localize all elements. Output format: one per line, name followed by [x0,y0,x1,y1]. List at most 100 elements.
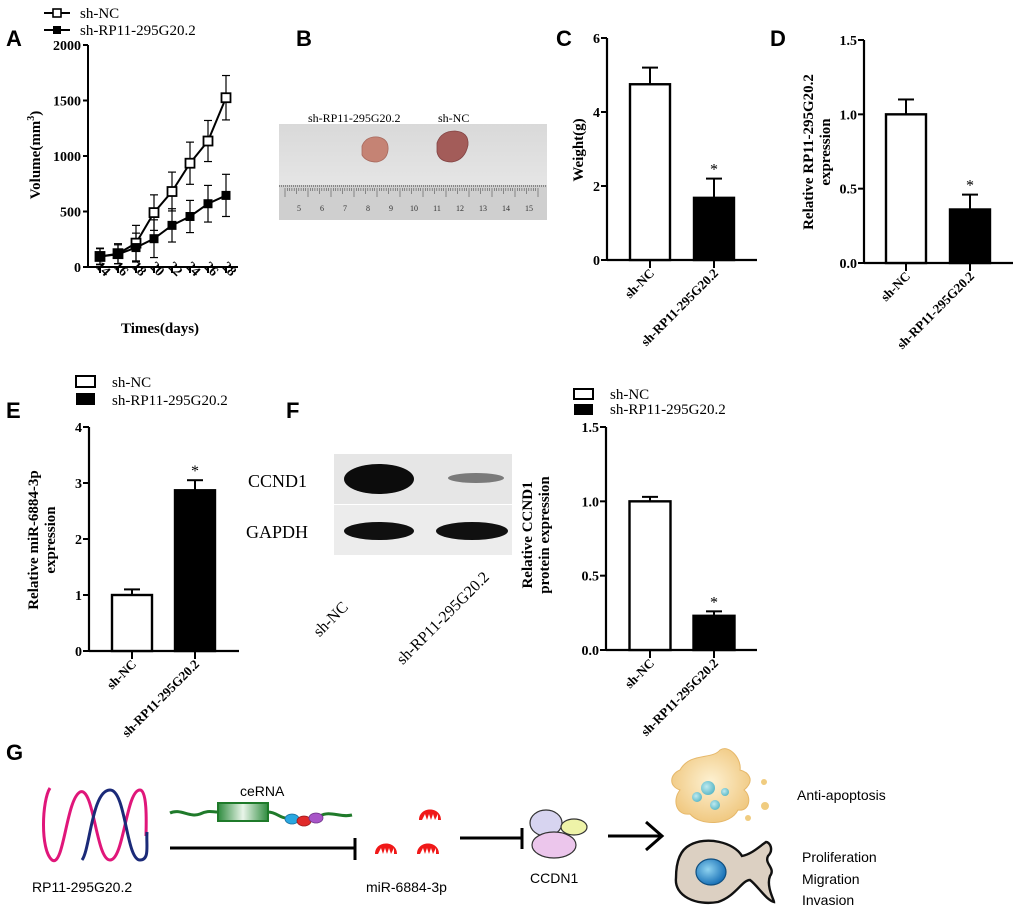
legend-f-label-control: sh-NC [610,387,649,403]
ruler-number: 5 [297,204,301,213]
y-tick-label-c: 4 [593,106,600,121]
y-tick-label-d: 0.5 [840,183,858,198]
data-point-sh-rp11 [185,211,195,221]
y-axis-label-d-line1: Relative RP11-295G20.2 [801,74,817,230]
panel-label-a: A [6,26,22,51]
bar-sh-rp11 [173,489,217,653]
y-tick-label-a: 0 [74,261,81,276]
y-axis-label-f-line2: protein expression [537,476,553,594]
ruler-number: 14 [502,204,510,213]
blot-label-gapdh: GAPDH [246,522,308,542]
bar-sh-nc [628,500,672,652]
band-gapdh-sh-nc [344,522,414,540]
legend-f-label-treatment: sh-RP11-295G20.2 [610,402,726,418]
tumor-small [361,136,389,163]
panel-a-line-chart: sh-NC sh-RP11-295G20.2 05001000150020001… [26,6,239,337]
panel-label-e: E [6,398,21,423]
panel-g-mechanism-diagram: RP11-295G20.2 ceRNA miR-6884-3p [32,748,886,908]
blot-lane-label-sh-rp11: sh-RP11-295G20.2 [394,569,493,668]
legend-label-sh-rp11: sh-RP11-295G20.2 [80,23,196,39]
outcome-proliferation: Proliferation [802,849,877,865]
bar-sh-nc [884,113,928,265]
y-tick-label-d: 1.5 [840,34,858,49]
y-axis-label-e-line1: Relative miR-6884-3p [26,470,42,610]
y-tick-label-e: 2 [75,533,82,548]
legend-swatch-filled [76,393,95,405]
y-axis-label-c: Weight(g) [571,118,587,181]
cerna-label: ceRNA [240,783,285,799]
data-point-sh-nc [184,157,196,169]
y-tick-label-f: 0.0 [582,644,600,659]
ruler-number: 6 [320,204,324,213]
panel-label-f: F [286,398,299,423]
ruler-number: 12 [456,204,464,213]
lncrna-helix-icon [42,787,149,862]
inhibition-arrow-1-icon [170,838,357,860]
x-tick-label-a: 26 [200,259,221,280]
tumor-large [436,130,469,163]
legend-f: sh-NC sh-RP11-295G20.2 [573,387,726,418]
filled-square-marker-icon [53,26,61,34]
data-point-sh-nc [202,135,214,147]
legend-e: sh-NC sh-RP11-295G20.2 [75,375,228,409]
mirna-label: miR-6884-3p [366,879,447,895]
y-tick-label-e: 0 [75,645,82,660]
x-tick-label-a: 22 [164,259,185,280]
y-tick-label-e: 4 [75,421,82,436]
data-point-sh-rp11 [203,199,213,209]
bar-sh-rp11 [692,196,736,262]
ruler-number: 9 [389,204,393,213]
significance-star-f: * [710,594,718,611]
panel-label-b: B [296,26,312,51]
outcome-anti-apoptosis: Anti-apoptosis [797,787,886,803]
y-tick-label-a: 500 [60,206,81,221]
data-point-sh-nc [166,186,178,197]
y-axis-label-e-line2: expression [43,506,59,574]
ruler [279,185,547,220]
activation-arrow-icon [608,820,665,852]
x-tick-label-d: sh-NC [877,269,913,305]
y-tick-label-f: 1.5 [582,421,600,436]
y-tick-label-e: 1 [75,589,82,604]
significance-star-c: * [710,162,718,179]
data-point-sh-rp11 [113,249,123,259]
y-axis-label-a: Volume(mm3) [26,111,44,200]
ccnd1-complex-icon [529,809,588,859]
ccnd1-label: CCDN1 [530,870,578,886]
band-gapdh-sh-rp11 [436,522,508,540]
y-tick-label-c: 0 [593,254,600,269]
mirna-icon [375,809,441,854]
ruler-number: 8 [366,204,370,213]
data-point-sh-rp11 [95,251,105,261]
legend-swatch-open [75,375,96,388]
panel-f-bar-chart: sh-NC sh-RP11-295G20.2 0.00.51.01.5sh-NC… [520,387,757,739]
legend-swatch-open [573,388,594,400]
panel-e-bar-chart: sh-NC sh-RP11-295G20.2 01234sh-NCsh-RP11… [26,375,239,740]
data-point-sh-nc [220,92,232,104]
data-point-sh-rp11 [167,220,177,230]
y-axis-label-f-line1: Relative CCND1 [520,481,536,588]
x-tick-label-a: 14 [92,259,113,280]
x-tick-label-a: 24 [182,259,203,280]
outcome-invasion: Invasion [802,892,854,908]
band-ccnd1-sh-nc [344,464,414,494]
y-tick-label-c: 6 [593,32,600,47]
ruler-number: 10 [410,204,418,213]
panel-label-d: D [770,26,786,51]
legend-e-label-control: sh-NC [112,375,151,391]
migrating-cell-icon [674,839,776,905]
blot-lane-label-sh-nc: sh-NC [310,599,352,641]
photo-label-control: sh-NC [438,111,469,125]
blot-label-ccnd1: CCND1 [248,471,307,491]
legend-swatch-filled [574,404,593,415]
ruler-number: 11 [433,204,441,213]
y-tick-label-a: 1500 [53,95,81,110]
x-tick-label-e: sh-NC [103,657,139,693]
y-tick-label-c: 2 [593,180,600,195]
significance-star-e: * [191,463,199,480]
bar-sh-nc [110,593,154,653]
